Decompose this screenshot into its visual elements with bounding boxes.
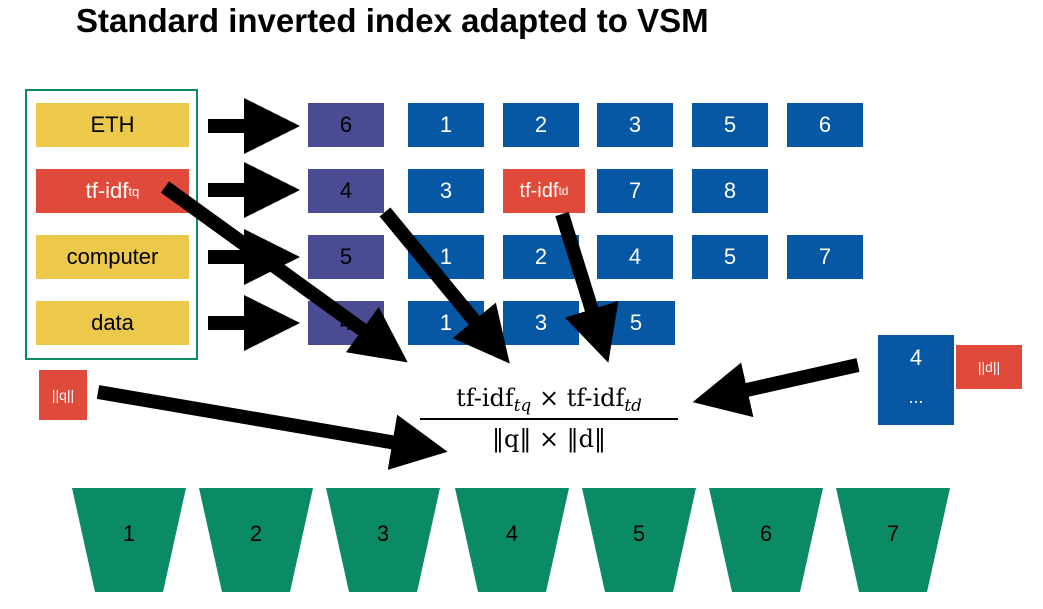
accumulator-bucket [836, 488, 950, 592]
accumulator-label: 1 [122, 521, 136, 546]
accumulator-label: 5 [632, 521, 646, 546]
formula-denominator: ‖q‖ × ‖d‖ [491, 425, 607, 453]
posting-cell: 7 [597, 169, 673, 213]
query-terms-frame [25, 89, 198, 360]
posting-cell: 2 [503, 103, 579, 147]
accumulator-bucket [582, 488, 696, 592]
formula-term: tf-idf [566, 384, 625, 412]
posting-cell: 4 [597, 235, 673, 279]
posting-cell: 5 [692, 235, 768, 279]
doc-id: 4 [909, 345, 923, 370]
posting-cell: 6 [787, 103, 863, 147]
cosine-formula: tf-idftq × tf-idftd ‖q‖ × ‖d‖ [420, 381, 678, 456]
term-label: data [91, 310, 134, 335]
accumulator-bucket [326, 488, 440, 592]
term-label: ETH [90, 112, 135, 137]
query-norm-box: ||q|| [39, 370, 87, 420]
accumulator-bucket [72, 488, 186, 592]
posting-cell: 1 [408, 103, 484, 147]
arrow-icon [379, 207, 510, 364]
accumulator-label: 6 [759, 521, 773, 546]
posting-cell: 5 [692, 103, 768, 147]
accumulator-label: 3 [376, 521, 390, 546]
term-label: tf-idf [85, 178, 129, 203]
page-title: Standard inverted index adapted to VSM [76, 2, 709, 39]
term-eth: ETH [36, 103, 189, 147]
arrow-icon [160, 181, 408, 363]
accumulator-label: 4 [505, 521, 519, 546]
accumulator-label: 7 [886, 521, 900, 546]
doc-norm-lookup: 4 ... [878, 335, 954, 425]
arrow-icon [692, 358, 860, 418]
accumulators [72, 488, 950, 592]
df-cell: 5 [308, 235, 384, 279]
doc-norm-box: ||d|| [956, 345, 1022, 389]
df-cell: 4 [308, 169, 384, 213]
term-subscript: tq [128, 183, 140, 199]
term-data: data [36, 301, 189, 345]
doc-ellipsis: ... [908, 387, 924, 407]
formula-sub: td [624, 395, 642, 416]
accumulator-label: 2 [249, 521, 263, 546]
posting-cell: 1 [408, 235, 484, 279]
term-label: computer [66, 244, 159, 269]
posting-cell: 3 [597, 103, 673, 147]
arrow-icon [555, 211, 619, 363]
arrow-icon [96, 385, 448, 470]
posting-cell: 7 [787, 235, 863, 279]
posting-cell: 3 [408, 169, 484, 213]
accumulator-bucket [199, 488, 313, 592]
fraction-bar [420, 418, 678, 420]
posting-subscript: td [558, 184, 569, 198]
accumulator-bucket [709, 488, 823, 592]
formula-numerator: tf-idftq × tf-idftd [420, 381, 678, 415]
df-cell: 6 [308, 103, 384, 147]
formula-term: tf-idf [456, 384, 514, 412]
formula-times: × [538, 384, 560, 412]
accumulator-bucket [455, 488, 569, 592]
term-computer: computer [36, 235, 189, 279]
posting-cell: 8 [692, 169, 768, 213]
formula-sub: tq [513, 395, 532, 416]
posting-label: tf-idf [519, 179, 559, 202]
